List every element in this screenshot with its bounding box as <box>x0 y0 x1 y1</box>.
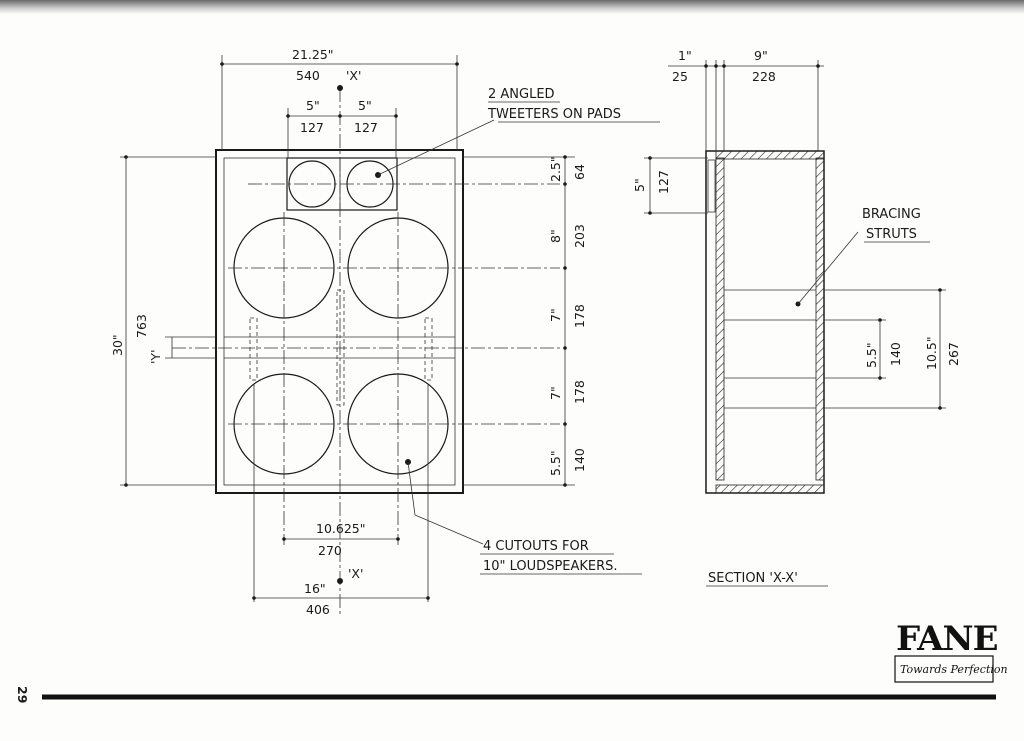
r2-in: 8" <box>548 229 563 243</box>
y-marker: 'Y' <box>148 349 163 364</box>
tweeter-left-mm: 127 <box>300 120 324 135</box>
r5-mm: 140 <box>572 448 587 472</box>
side-thick-mm: 25 <box>672 69 688 84</box>
r1-in: 2.5" <box>548 156 563 182</box>
brand-name: FANE <box>896 619 998 659</box>
brand-tagline: Towards Perfection <box>900 663 1008 676</box>
r3-mm: 178 <box>572 304 587 328</box>
r1-mm: 64 <box>572 164 587 180</box>
cutouts-label-1: 4 CUTOUTS FOR <box>483 539 589 554</box>
tweeter-right-in: 5" <box>358 98 372 113</box>
brace-mm: 140 <box>888 342 903 366</box>
side-pad-mm: 127 <box>656 170 671 194</box>
cutouts-label-2: 10" LOUDSPEAKERS. <box>483 559 618 574</box>
side-pad-in: 5" <box>632 178 647 192</box>
cabinet-inner-outline <box>223 157 456 486</box>
side-depth-mm: 228 <box>752 69 776 84</box>
tweeters-label-1: 2 ANGLED <box>488 87 555 102</box>
tweeter-right-mm: 127 <box>354 120 378 135</box>
x-marker-bottom: 'X' <box>348 566 363 581</box>
page-top-shadow <box>0 0 1024 14</box>
height-mm: 763 <box>134 314 149 338</box>
width-in: 21.25" <box>292 47 334 62</box>
cabinet-outline <box>215 149 464 494</box>
brand-logo: FANE Towards Perfection <box>894 619 1008 683</box>
r4-in: 7" <box>548 386 563 400</box>
section-view: 1" 25 9" 228 5" 127 5.5" 140 10.5" 267 <box>632 48 961 587</box>
brace-outer-mm: 267 <box>946 342 961 366</box>
r4-mm: 178 <box>572 380 587 404</box>
r2-mm: 203 <box>572 224 587 248</box>
section-label: SECTION 'X-X' <box>708 571 798 586</box>
bracing-label-1: BRACING <box>862 207 921 222</box>
spacing-in: 10.625" <box>316 521 366 536</box>
x-marker-top: 'X' <box>346 68 361 83</box>
brace-outer-in: 10.5" <box>924 336 939 370</box>
bracing-label-2: STRUTS <box>866 227 917 242</box>
side-thick-in: 1" <box>678 48 692 63</box>
front-view: 21.25" 540 'X' 5" 127 5" 127 2 ANGLED TW… <box>110 47 660 617</box>
outer-mm: 406 <box>306 602 330 617</box>
r5-in: 5.5" <box>548 450 563 476</box>
outer-in: 16" <box>304 581 326 596</box>
brace-in: 5.5" <box>864 342 879 368</box>
width-mm: 540 <box>296 68 320 83</box>
tweeters-label-2: TWEETERS ON PADS <box>487 107 621 122</box>
page-number: 29 <box>15 686 30 703</box>
height-in: 30" <box>110 334 125 356</box>
side-depth-in: 9" <box>754 48 768 63</box>
spacing-mm: 270 <box>318 543 342 558</box>
r3-in: 7" <box>548 308 563 322</box>
tweeter-left-in: 5" <box>306 98 320 113</box>
